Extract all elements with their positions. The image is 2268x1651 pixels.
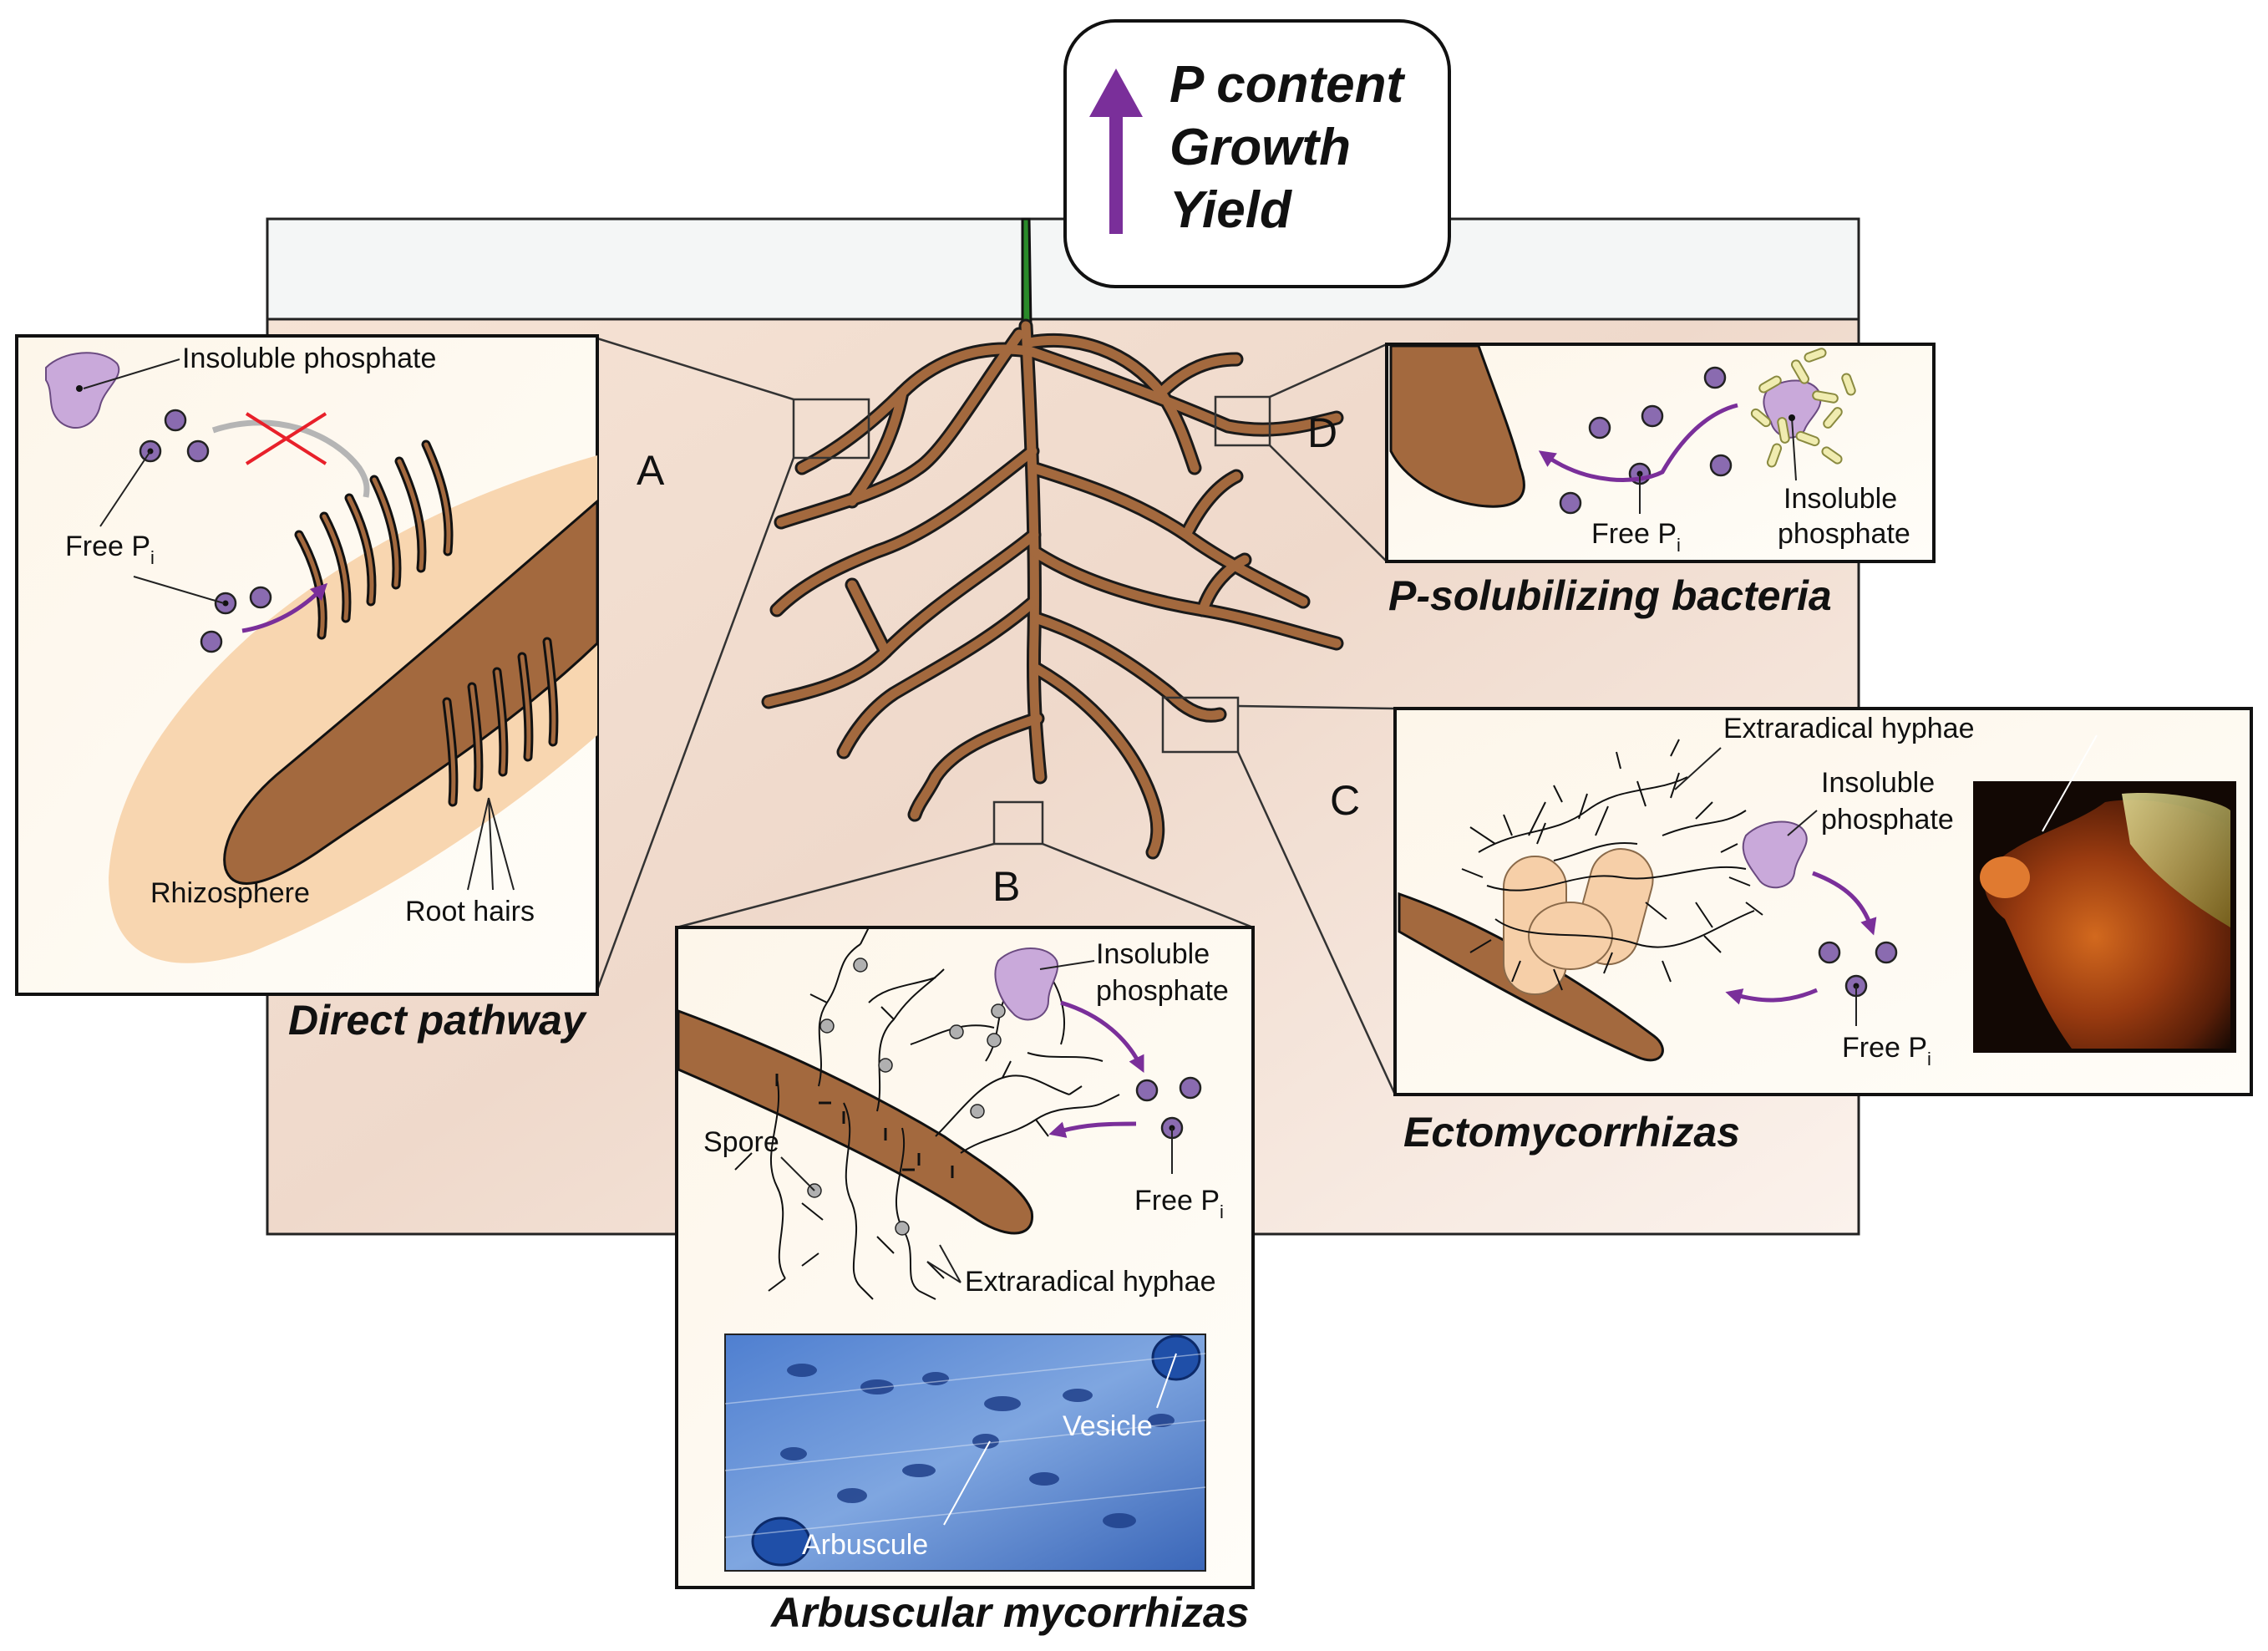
plant-shoot <box>1021 217 1033 329</box>
c-insoluble-label-1: Insoluble <box>1821 767 1935 799</box>
zoom-box-b <box>992 800 1044 846</box>
panel-b: Insoluble phosphate Free Pi Spore Extrar… <box>675 863 1255 1636</box>
free-pi-dots-a <box>139 409 272 653</box>
uptake-arrow-b <box>1048 1121 1137 1138</box>
root-b <box>677 1008 1034 1235</box>
ecto-photograph <box>1973 734 2236 1053</box>
root-micrograph: Vesicle Arbuscule <box>724 1334 1206 1572</box>
d-caption: P-solubilizing bacteria <box>1388 572 1832 619</box>
b-vesicle-label: Vesicle <box>1063 1410 1153 1442</box>
zoom-box-a <box>792 398 870 460</box>
zoom-box-d <box>1214 395 1271 447</box>
c-free-pi-label: Free Pi <box>1842 1032 1931 1069</box>
b-spore-label: Spore <box>703 1126 779 1158</box>
root-system <box>761 318 1344 860</box>
d-insoluble-label-1: Insoluble <box>1783 483 1897 515</box>
c-letter: C <box>1330 777 1360 824</box>
d-free-pi-label: Free Pi <box>1591 518 1681 556</box>
hyphal-network-c <box>1461 739 1763 991</box>
outcome-growth: Growth <box>1170 119 1351 176</box>
c-hyphae-label: Extraradical hyphae <box>1723 713 1975 744</box>
a-root-hairs-label: Root hairs <box>405 896 535 927</box>
blocked-cross-icon <box>245 412 327 465</box>
d-letter: D <box>1307 409 1337 456</box>
solubilize-arrow-c <box>1812 871 1877 936</box>
outcome-box: P content Growth Yield <box>1063 19 1451 288</box>
panel-a: Insoluble phosphate Free Pi Rhizosphere … <box>15 334 665 1044</box>
insoluble-phosphate-icon <box>45 352 120 429</box>
a-insoluble-label: Insoluble phosphate <box>182 343 436 374</box>
bacteria-cluster-icon <box>1750 348 1856 468</box>
a-rhizosphere-label: Rhizosphere <box>150 877 310 909</box>
c-caption: Ectomycorrhizas <box>1403 1109 1740 1156</box>
b-caption: Arbuscular mycorrhizas <box>769 1589 1249 1636</box>
outcome-p-content: P content <box>1170 56 1406 114</box>
c-insoluble-label-2: phosphate <box>1821 804 1954 836</box>
blocked-uptake-path <box>211 419 370 498</box>
zoom-connectors <box>596 337 1397 1095</box>
d-insoluble-label-2: phosphate <box>1778 518 1910 550</box>
outcome-yield: Yield <box>1170 181 1292 239</box>
panel-c: Extraradical hyphae Insoluble phosphate … <box>1330 707 2253 1156</box>
root-d <box>1389 344 1525 508</box>
free-pi-dots-b <box>1135 1076 1202 1140</box>
arbuscule-marks-b <box>775 1074 954 1178</box>
uptake-arrow-c <box>1725 988 1818 1005</box>
solubilize-arrow-d <box>1538 403 1738 483</box>
sky-band <box>266 217 1860 321</box>
free-pi-dots-d <box>1559 366 1733 515</box>
root-a <box>223 498 599 885</box>
b-insoluble-label-1: Insoluble <box>1096 938 1210 970</box>
b-insoluble-label-2: phosphate <box>1096 975 1229 1007</box>
insoluble-phosphate-b-icon <box>994 947 1059 1021</box>
spores-b <box>807 958 1006 1236</box>
b-free-pi-label: Free Pi <box>1134 1185 1224 1222</box>
solubilize-arrow-b <box>1060 1000 1144 1073</box>
insoluble-phosphate-c-icon <box>1742 820 1808 889</box>
b-hyphae-label: Extraradical hyphae <box>965 1266 1216 1298</box>
zoom-box-c <box>1161 696 1240 754</box>
a-free-pi-label: Free Pi <box>65 531 155 568</box>
uptake-arrow-a <box>241 582 328 633</box>
b-letter: B <box>992 863 1020 910</box>
root-hairs-a-fill <box>297 442 556 805</box>
b-arbuscule-label: Arbuscule <box>802 1529 928 1561</box>
a-letter: A <box>637 447 665 494</box>
increase-arrow-icon <box>1089 69 1143 117</box>
a-caption: Direct pathway <box>288 997 587 1044</box>
panel-d: Free Pi Insoluble phosphate D P-solubili… <box>1307 343 1936 619</box>
